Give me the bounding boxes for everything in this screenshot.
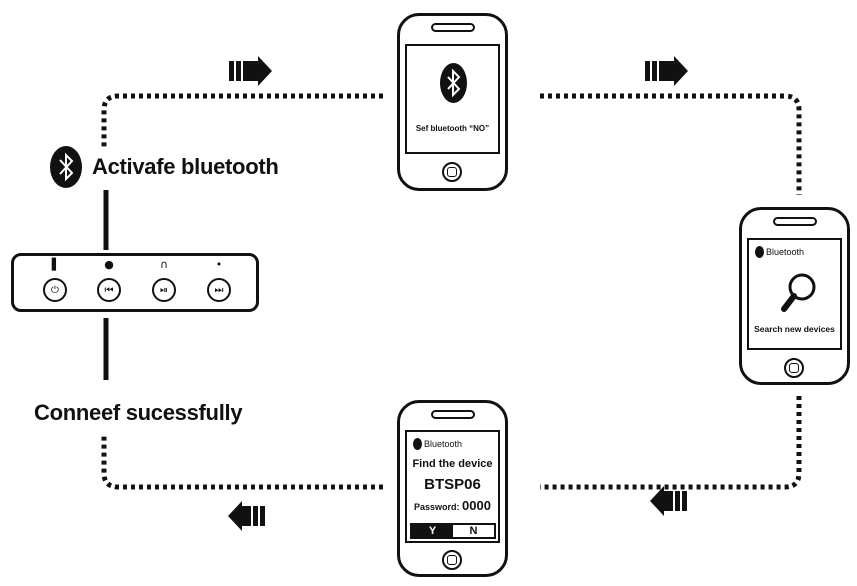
play-pause-icon: ⏯: [160, 284, 168, 296]
phone-search-devices: Bluetooth Search new devices: [739, 207, 850, 385]
power-button[interactable]: ⏻: [43, 278, 67, 302]
flow-path-bottom-left: [101, 435, 383, 490]
flow-path-bottom-right: [540, 396, 802, 490]
confirm-buttons: Y N: [410, 523, 496, 539]
previous-button[interactable]: ⏮: [97, 278, 121, 302]
find-device-text: Find the device: [412, 458, 493, 470]
play-pause-button[interactable]: ⏯: [152, 278, 176, 302]
phone-speaker: [773, 217, 817, 226]
arrow-right-top-left-icon: [229, 56, 272, 86]
activate-bluetooth-label: Activafe bluetooth: [92, 154, 279, 179]
bluetooth-header: Bluetooth: [755, 246, 804, 258]
home-button[interactable]: [784, 358, 804, 378]
flow-path-top-right: [540, 93, 802, 195]
power-indicator-icon: ▌: [51, 258, 61, 271]
bluetooth-header-label: Bluetooth: [424, 439, 463, 449]
phone-set-bluetooth: Sef bluetooth “NO”: [397, 13, 508, 191]
arrow-left-bottom-left-icon: [228, 501, 265, 531]
flow-path-top-left: [101, 93, 383, 150]
bluetooth-icon: [50, 146, 82, 188]
password-label: Password:: [414, 502, 460, 512]
device-name: BTSP06: [424, 476, 481, 493]
magnifier-icon: [781, 273, 816, 312]
headphone-indicator-icon: ∩: [159, 258, 169, 271]
yes-button[interactable]: Y: [412, 525, 453, 537]
phone-screen: Bluetooth Find the device BTSP06 Passwor…: [405, 430, 500, 543]
speaker-control-panel: ▌ ● ∩ • ⏻ ⏮ ⏯ ⏭: [11, 253, 259, 312]
home-button[interactable]: [442, 550, 462, 570]
no-button[interactable]: N: [469, 525, 478, 537]
home-button[interactable]: [442, 162, 462, 182]
phone-find-device: Bluetooth Find the device BTSP06 Passwor…: [397, 400, 508, 577]
bluetooth-header-label: Bluetooth: [766, 247, 805, 257]
password-row: Password: 0000: [407, 498, 498, 513]
phone-speaker: [431, 410, 475, 419]
phone-screen: Bluetooth Search new devices: [747, 238, 842, 350]
set-bluetooth-text: Sef bluetooth “NO”: [415, 124, 490, 133]
arrow-left-bottom-right-icon: [650, 486, 687, 516]
bluetooth-icon: [755, 246, 764, 258]
search-devices-text: Search new devices: [754, 324, 835, 334]
signal-indicator-icon: •: [215, 258, 223, 271]
power-icon: ⏻: [51, 284, 59, 296]
phone-screen: Sef bluetooth “NO”: [405, 44, 500, 154]
next-button[interactable]: ⏭: [207, 278, 231, 302]
bluetooth-icon: [440, 63, 467, 103]
arrow-right-top-right-icon: [645, 56, 688, 86]
connected-successfully-label: Conneef sucessfully: [34, 400, 243, 425]
phone-speaker: [431, 23, 475, 32]
bluetooth-icon: [413, 438, 422, 450]
password-value: 0000: [462, 498, 491, 513]
bluetooth-header: Bluetooth: [413, 438, 462, 450]
previous-icon: ⏮: [104, 284, 114, 296]
next-icon: ⏭: [214, 284, 224, 296]
led-indicator-icon: ●: [104, 258, 114, 271]
